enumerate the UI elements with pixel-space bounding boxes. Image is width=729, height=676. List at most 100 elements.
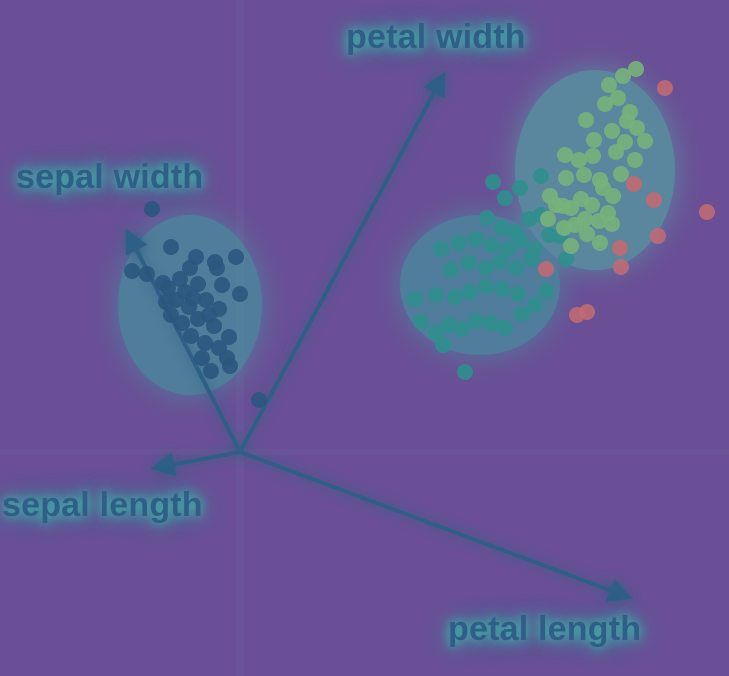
data-point xyxy=(197,335,213,351)
data-point xyxy=(144,201,160,217)
data-point xyxy=(160,280,176,296)
data-point xyxy=(214,277,230,293)
data-point xyxy=(209,260,225,276)
data-point xyxy=(232,286,248,302)
data-point xyxy=(492,254,508,270)
data-point xyxy=(163,239,179,255)
data-point xyxy=(646,192,662,208)
data-point xyxy=(479,210,495,226)
data-point xyxy=(468,231,484,247)
data-point xyxy=(494,220,510,236)
data-point xyxy=(221,329,237,345)
data-point xyxy=(172,271,188,287)
data-point xyxy=(447,289,463,305)
data-point xyxy=(604,216,620,232)
data-point xyxy=(494,281,510,297)
data-point xyxy=(627,152,643,168)
data-point xyxy=(619,113,635,129)
data-point xyxy=(462,284,478,300)
data-point xyxy=(485,174,501,190)
data-point xyxy=(413,314,429,330)
data-point xyxy=(435,337,451,353)
data-point xyxy=(461,255,477,271)
data-point xyxy=(500,241,516,257)
data-point xyxy=(497,190,513,206)
data-point xyxy=(198,292,214,308)
data-point xyxy=(433,241,449,257)
data-point xyxy=(576,167,592,183)
data-point xyxy=(540,211,556,227)
data-point xyxy=(190,276,206,292)
axis-label-sepal-width: sepal width xyxy=(16,158,204,196)
petal-width-vector xyxy=(238,71,446,453)
series-2 xyxy=(540,61,653,254)
data-point xyxy=(194,350,210,366)
axis-label-petal-width: petal width xyxy=(346,18,526,56)
axis-label-sepal-length: sepal length xyxy=(2,486,203,524)
data-point xyxy=(158,294,174,310)
data-point xyxy=(558,170,574,186)
data-point xyxy=(163,307,179,323)
data-point xyxy=(497,320,513,336)
data-point xyxy=(538,261,554,277)
data-points xyxy=(124,61,715,408)
data-point xyxy=(584,197,600,213)
data-point xyxy=(428,325,444,341)
data-point xyxy=(478,278,494,294)
data-point xyxy=(454,321,470,337)
data-point xyxy=(533,168,549,184)
data-point xyxy=(523,251,539,267)
data-point xyxy=(585,148,601,164)
data-point xyxy=(628,61,644,77)
data-point xyxy=(601,77,617,93)
data-point xyxy=(613,166,629,182)
data-point xyxy=(555,198,571,214)
data-point xyxy=(613,259,629,275)
data-point xyxy=(597,96,613,112)
data-point xyxy=(183,328,199,344)
data-point xyxy=(558,251,574,267)
data-point xyxy=(457,364,473,380)
data-point xyxy=(604,123,620,139)
data-point xyxy=(615,68,631,84)
data-point xyxy=(571,152,587,168)
data-point xyxy=(626,176,642,192)
data-point xyxy=(484,237,500,253)
data-point xyxy=(510,286,526,302)
axis-label-petal-length: petal length xyxy=(448,610,642,648)
petal-length-vector xyxy=(239,450,633,602)
data-point xyxy=(478,260,494,276)
data-point xyxy=(699,204,715,220)
sepal-length-vector xyxy=(150,450,241,477)
data-point xyxy=(579,226,595,242)
data-point xyxy=(514,306,530,322)
data-point xyxy=(556,220,572,236)
data-point xyxy=(222,358,238,374)
data-point xyxy=(185,290,201,306)
data-point xyxy=(538,283,554,299)
series-3 xyxy=(538,80,715,323)
data-point xyxy=(612,240,628,256)
data-point xyxy=(657,80,673,96)
data-point xyxy=(443,262,459,278)
data-point xyxy=(174,315,190,331)
data-point xyxy=(451,235,467,251)
data-point xyxy=(428,287,444,303)
data-point xyxy=(513,233,529,249)
data-point xyxy=(512,180,528,196)
data-point xyxy=(201,307,217,323)
data-point xyxy=(441,317,457,333)
data-point xyxy=(557,147,573,163)
data-point xyxy=(563,238,579,254)
data-point xyxy=(468,313,484,329)
data-point xyxy=(203,363,219,379)
data-point xyxy=(650,228,666,244)
data-point xyxy=(595,180,611,196)
data-point xyxy=(637,133,653,149)
data-point xyxy=(608,144,624,160)
data-point xyxy=(124,263,140,279)
data-point xyxy=(483,315,499,331)
data-point xyxy=(228,249,244,265)
